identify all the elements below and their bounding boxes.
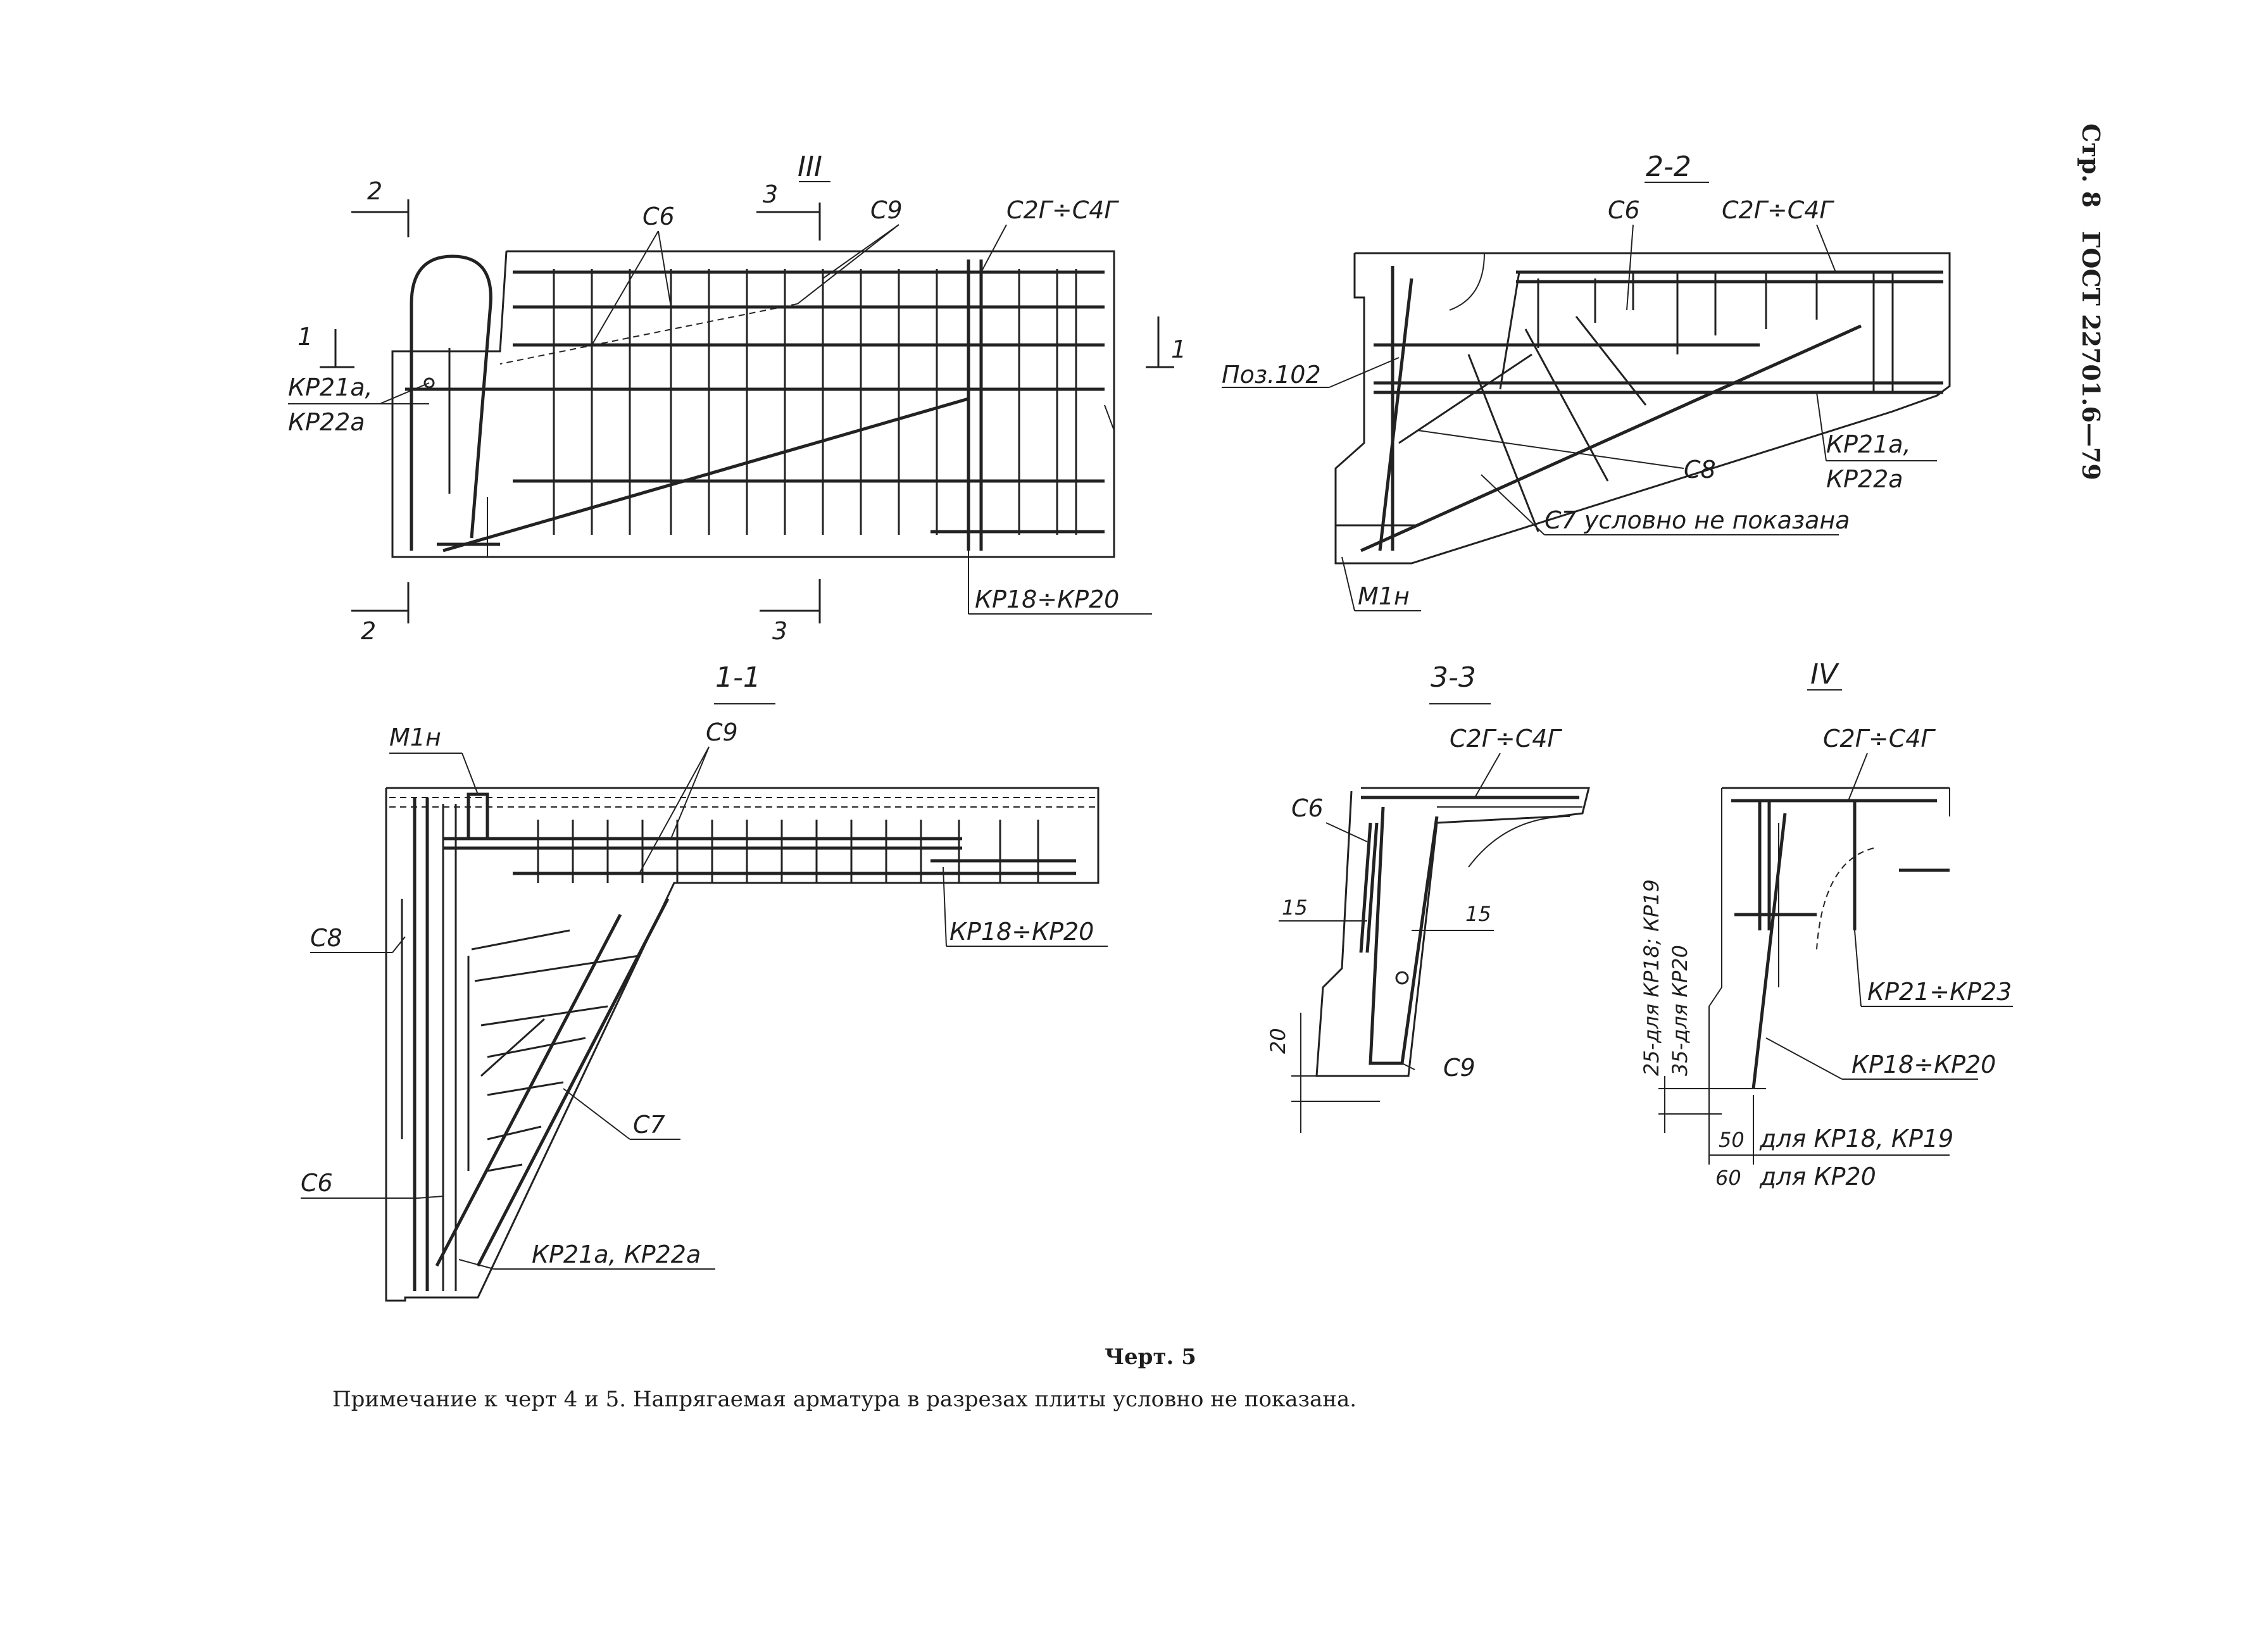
section-1-1: 1-1 [301,661,1108,1302]
s33-label-c2g-c4g: C2Г÷C4Г [1450,725,1562,753]
section-1-1-title: 1-1 [715,661,761,694]
s33-fillet [1468,816,1570,868]
iv-label-c2g-c4g: C2Г÷C4Г [1823,725,1936,753]
iv-label-kr21-kr23: КР21÷КР23 [1867,978,2012,1006]
s33-label-c6: C6 [1291,794,1324,822]
plan-label-kr18-kr20: КР18÷КР20 [975,585,1119,613]
iv-dim-vertical-35: 35-для КР20 [1668,945,1692,1076]
plan-label-c6: C6 [642,203,675,230]
s11-label-c8: C8 [310,924,342,952]
s11-label-c9: C9 [706,718,738,746]
s11-label-kr21-kr22: КР21а, КР22а [532,1241,701,1268]
iv-dim-vertical-25: 25-для КР18; КР19 [1639,879,1663,1076]
anchor-dot [423,377,435,389]
plan-diagonal-bar [442,397,969,553]
section-2-2: 2-2 C6 C2Г÷C4Г Поз [1222,151,1951,611]
plan-outline [391,250,1115,558]
iv-dim-60: 60 [1715,1166,1741,1190]
plan-label-c9: C9 [870,196,903,224]
section-3-3: 3-3 C2Г÷C4Г C6 C9 15 15 20 [1266,661,1590,1133]
cut-3-bottom-label: 3 [772,617,787,645]
s22-diagonal [1360,324,1862,553]
cut-3-top-label: 3 [763,180,778,208]
s33-outline [1315,787,1590,1077]
s33-c9-bar [1369,806,1439,1065]
iv-label-kr18-kr20: КР18÷КР20 [1851,1051,1996,1078]
s33-dim-20: 20 [1266,1028,1290,1054]
cut-1-right-label: 1 [1171,335,1186,363]
s22-fillet [1449,253,1485,311]
plan-label-kr21-2: КР22а [288,408,365,436]
s33-label-c9: C9 [1443,1054,1475,1082]
plan-view: III [288,151,1186,645]
s11-m1n-plate [467,792,489,841]
cut-2-top-label: 2 [367,177,382,205]
plan-label-kr21-1: КР21а, [288,373,373,401]
s11-top-verticals [537,820,1039,883]
plan-transverse-bars [553,259,1077,551]
s33-dim-15-left: 15 [1282,896,1308,920]
s11-label-c6: C6 [301,1169,333,1197]
s22-label-pos102: Поз.102 [1222,361,1321,389]
s22-outline [1334,252,1951,565]
s22-label-m1n: М1н [1358,582,1410,610]
cut-2-bottom-label: 2 [361,617,376,645]
iv-edge [1708,788,1779,1095]
lifting-loop [410,254,492,551]
page-number: Стр. 8 [2077,123,2105,208]
s33-dim-15-right: 15 [1465,902,1491,926]
detail-iv: IV C2Г÷C4Г КР21÷КР23 КР18÷КР20 25-для КР… [1639,658,2013,1191]
s11-label-c7: C7 [633,1111,665,1139]
iv-dim-60-note: для КР20 [1759,1163,1876,1191]
plan-break [1104,404,1115,431]
s22-verticals [1537,272,1894,392]
iv-dim-50-note: для КР18, КР19 [1759,1125,1953,1153]
s22-label-kr21-1: КР21а, [1826,430,1911,458]
s11-label-kr18-kr20: КР18÷КР20 [949,918,1094,946]
plan-longitudinal-bars [405,270,1105,534]
iv-dim-50: 50 [1719,1128,1745,1152]
section-3-3-title: 3-3 [1431,661,1476,694]
drawing-note: Примечание к черт 4 и 5. Напрягаемая арм… [332,1387,1356,1412]
side-header: Стр. 8 ГОСТ 22701.6—79 [2077,123,2105,480]
section-2-2-title: 2-2 [1646,151,1691,183]
cut-1-left-label: 1 [298,323,313,351]
s22-label-kr21-2: КР22а [1826,465,1903,493]
s11-diagonal-mesh [435,897,670,1267]
s22-label-c2g-c4g: C2Г÷C4Г [1722,196,1834,224]
s22-label-c7-note: C7 условно не показана [1544,506,1850,534]
iv-hidden-curve [1816,847,1874,950]
drawing-caption: Черт. 5 [1105,1344,1196,1370]
s22-label-c6: C6 [1608,196,1640,224]
detail-iv-title: IV [1810,658,1839,691]
standard-number: ГОСТ 22701.6—79 [2077,231,2105,480]
plan-title: III [798,151,822,183]
plan-label-c2g-c4g: C2Г÷C4Г [1006,196,1119,224]
s11-outline [385,787,1100,1302]
s11-label-m1n: М1н [389,723,441,751]
s22-label-c8: C8 [1684,456,1716,484]
